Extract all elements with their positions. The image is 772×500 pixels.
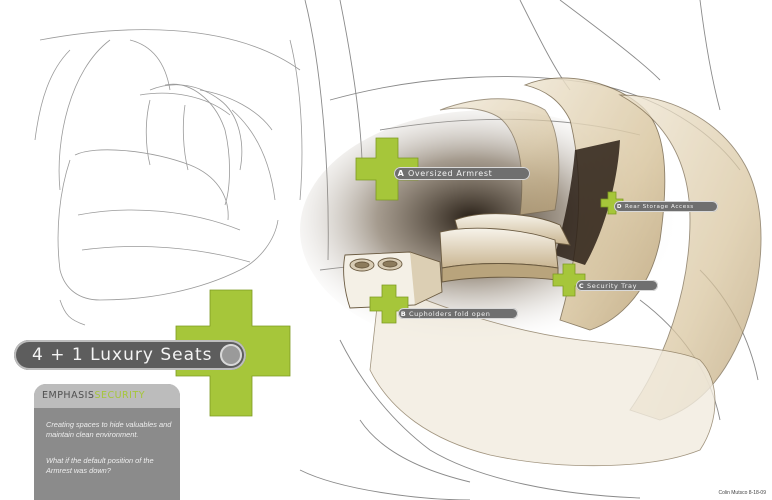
plus-marker-b <box>369 284 409 324</box>
callout-letter: D <box>616 203 623 210</box>
callout-label: Oversized Armrest <box>408 169 493 178</box>
small-seat-sketch <box>34 29 303 326</box>
emphasis-header: EMPHASISSECURITY <box>34 384 180 408</box>
oversized-armrest <box>439 213 571 283</box>
callout-rear-storage: D Rear Storage Access <box>614 201 718 212</box>
cupholder-module <box>343 251 443 309</box>
emphasis-paragraph-2: What if the default position of the Armr… <box>46 456 154 475</box>
callout-cupholders: B Cupholders fold open <box>398 308 518 319</box>
title-knob-circle <box>220 344 242 366</box>
emphasis-panel: EMPHASISSECURITY Creating spaces to hide… <box>34 384 180 500</box>
emphasis-paragraph-1: Creating spaces to hide valuables and ma… <box>46 420 172 439</box>
plus-marker-d <box>600 191 624 215</box>
emphasis-heading: EMPHASISSECURITY <box>42 390 145 401</box>
security-word: SECURITY <box>94 390 146 401</box>
title-banner: 4 + 1 Luxury Seats <box>14 340 246 370</box>
callout-security-tray: C Security Tray <box>576 280 658 291</box>
emphasis-word: EMPHASIS <box>42 390 95 401</box>
artist-credit: Colin Mutsco 8-18-09 <box>718 490 766 496</box>
callout-letter: B <box>400 309 407 318</box>
plus-marker-c <box>552 263 586 297</box>
callout-letter: C <box>578 281 585 290</box>
plus-marker-a <box>355 137 419 201</box>
callout-label: Security Tray <box>587 281 638 290</box>
storage-pocket <box>555 140 620 265</box>
callout-letter: A <box>397 169 405 178</box>
seat-cushion <box>369 279 716 467</box>
callout-oversized-armrest: A Oversized Armrest <box>394 167 530 180</box>
callout-label: Cupholders fold open <box>409 309 491 318</box>
callout-label: Rear Storage Access <box>625 203 694 210</box>
page-title: 4 + 1 Luxury Seats <box>32 345 213 365</box>
